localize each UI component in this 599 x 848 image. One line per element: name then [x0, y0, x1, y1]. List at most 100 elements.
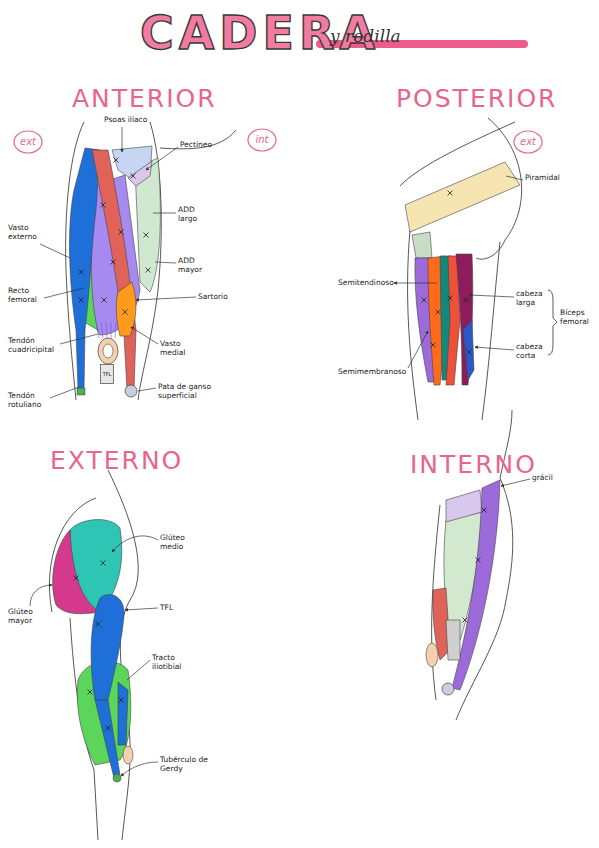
cross-mark [106, 726, 111, 731]
muscle-label: Pectíneo [180, 141, 212, 150]
cross-mark [131, 174, 136, 179]
muscle-label: grácil [532, 474, 553, 483]
cross-mark [431, 343, 436, 348]
cross-mark [88, 690, 93, 695]
patella [98, 338, 118, 364]
body-outline [160, 130, 236, 149]
tendon-stroke [106, 322, 107, 338]
leader-line [153, 213, 176, 214]
leader-line [127, 660, 150, 680]
tendon-label: Tendón rotuliano [8, 392, 52, 409]
cross-mark [464, 298, 469, 303]
leader-line [501, 479, 530, 486]
muscle-label: ADD largo [178, 206, 208, 223]
leader-line [131, 327, 158, 344]
tendon-stroke [96, 322, 99, 338]
leader-line [475, 347, 514, 350]
muscle-label: cabeza corta [516, 343, 548, 360]
cross-mark [101, 203, 106, 208]
tendon-label: Tendón cuadricipital [8, 337, 60, 354]
iliotibial-band [95, 700, 120, 778]
muscle-label: Semitendinoso [338, 279, 394, 288]
piriformis-muscle [405, 162, 520, 232]
leader-line [30, 585, 52, 606]
side-badge: ext [13, 130, 43, 154]
cross-mark [123, 310, 128, 315]
iliotibial-band [118, 682, 128, 745]
body-outline [482, 242, 500, 420]
view-heading: ANTERIOR [72, 86, 217, 111]
tendon-box: TFL [100, 364, 114, 384]
cross-mark [96, 622, 101, 627]
leader-line [146, 147, 178, 170]
cross-mark [144, 233, 149, 238]
cross-mark [101, 561, 106, 566]
cross-mark [102, 298, 107, 303]
pectineus-muscle [128, 161, 152, 186]
badge-circle [14, 131, 42, 153]
cross-mark [114, 158, 119, 163]
leader-line [408, 331, 428, 368]
view-heading: INTERNO [410, 452, 537, 477]
sartorius-muscle [92, 150, 136, 390]
muscle-label: Piramidal [525, 174, 560, 183]
pes-anserinus [442, 683, 454, 695]
badge-circle [248, 129, 276, 151]
bone-label: Tubérculo de Gerdy [160, 756, 210, 773]
view-heading: POSTERIOR [396, 86, 557, 111]
leader-line [506, 176, 523, 180]
muscle-label: TFL [160, 604, 173, 613]
badge-circle [514, 131, 542, 153]
cross-mark [119, 230, 124, 235]
structure-label: Tracto iliotibial [152, 654, 190, 671]
muscle-label: Vasto externo [8, 224, 44, 241]
muscle-label: Recto femoral [8, 287, 46, 304]
leader-line [50, 387, 79, 398]
cross-mark [74, 576, 79, 581]
subtitle: y rodilla [330, 28, 401, 45]
muscle-label: Glúteo medio [160, 534, 196, 551]
tendon-stroke [111, 322, 112, 338]
hip-muscle [412, 232, 432, 258]
pes-anserinus [125, 385, 137, 397]
muscle-label: Semimembranoso [338, 368, 406, 377]
cross-mark [448, 191, 453, 196]
leader-line [125, 608, 158, 610]
patella-inner [103, 344, 113, 358]
cross-mark [146, 268, 151, 273]
cross-mark [448, 296, 453, 301]
muscle-label: Glúteo mayor [8, 608, 44, 625]
muscle-group-label: Bíceps femoral [560, 309, 596, 326]
muscle-label: Psoas ilíaco [104, 116, 147, 125]
muscle-label: cabeza larga [516, 290, 548, 307]
tendon-stroke [101, 322, 103, 338]
cross-mark [482, 508, 487, 513]
tendon [446, 620, 460, 660]
badge-text: int [255, 135, 268, 145]
leader-line [122, 127, 123, 152]
cross-mark [111, 260, 116, 265]
biceps-short-head [463, 320, 474, 380]
side-badge: ext [513, 130, 543, 154]
cross-mark [467, 350, 472, 355]
leader-line [469, 295, 514, 297]
badge-text: ext [520, 137, 536, 147]
cross-mark [436, 310, 441, 315]
tendon-label: Pata de ganso superficial [158, 383, 220, 400]
muscle-label: Vasto medial [160, 340, 190, 357]
leader-line [138, 388, 156, 391]
cross-mark [476, 558, 481, 563]
view-heading: EXTERNO [50, 448, 183, 473]
tendon-rect [101, 365, 114, 384]
gerdy-tubercle [77, 388, 85, 395]
iliotibial-band [70, 148, 100, 390]
patella [426, 643, 438, 667]
mark-group [74, 158, 487, 731]
bracket [548, 290, 557, 355]
leader-line [155, 262, 176, 263]
tendon-stroke [115, 322, 116, 338]
side-badge: int [247, 128, 277, 152]
muscle-label: ADD mayor [178, 257, 208, 274]
